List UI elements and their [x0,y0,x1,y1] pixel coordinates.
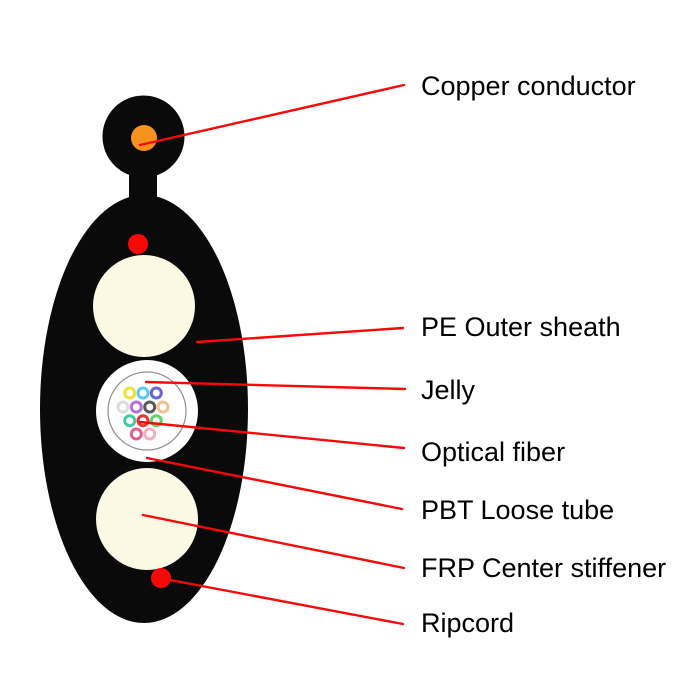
label-optical-fiber: Optical fiber [421,437,565,467]
frp-stiffener-bottom-circle [96,468,198,570]
optical-fiber-4 [116,400,130,414]
copper-conductor-dot [131,125,157,151]
leader-line-pe-outer-sheath [195,326,405,344]
leader-lines-group [138,83,407,626]
optical-fiber-6 [143,400,157,414]
leader-line-optical-fiber [138,420,406,450]
frp-stiffener-top-circle [93,255,195,357]
optical-fiber-1 [123,386,137,400]
leader-line-ripcord [168,578,405,626]
optical-fiber-7 [156,400,170,414]
leader-line-jelly [144,380,407,391]
label-frp-center-stiffener: FRP Center stiffener [421,553,666,583]
optical-fiber-5 [129,400,143,414]
leader-line-frp-center-stiffener [141,513,406,570]
optical-fiber-9 [136,414,150,428]
ripcord-dot-top [128,234,148,254]
optical-fiber-11 [129,427,143,441]
label-pbt-loose-tube: PBT Loose tube [421,495,614,525]
loose-tube-inner-wall-ring [107,371,187,451]
optical-fiber-12 [143,427,157,441]
label-ripcord: Ripcord [421,608,514,638]
optical-fiber-3 [149,386,163,400]
optical-fiber-8 [123,414,137,428]
label-pe-outer-sheath: PE Outer sheath [421,312,621,342]
optical-fiber-2 [136,386,150,400]
leader-line-copper-conductor [138,83,406,147]
label-copper-conductor: Copper conductor [421,71,636,101]
ripcord-dot-bottom [151,568,171,588]
labels-group: Copper conductor PE Outer sheath Jelly O… [421,71,666,638]
leader-line-pbt-loose-tube [145,456,404,511]
label-jelly: Jelly [421,375,476,405]
